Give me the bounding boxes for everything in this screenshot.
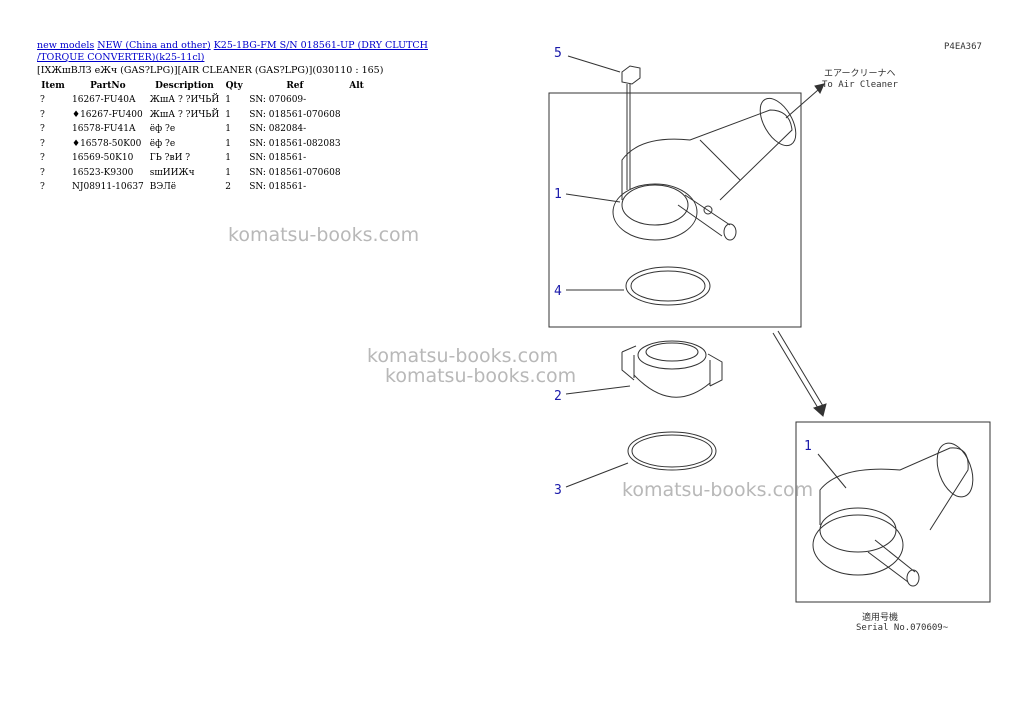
breadcrumb-link-new-models[interactable]: new models: [37, 40, 95, 51]
cell-qty: 1: [225, 153, 231, 164]
air-cleaner-label-en: To Air Cleaner: [822, 80, 898, 90]
o-ring-upper-part: [625, 266, 711, 306]
flange-part: [621, 340, 723, 398]
parts-table: Item PartNo Description Qty Ref Alt ? 16…: [37, 78, 370, 195]
cell-description: ВЭЛё: [149, 182, 177, 193]
cell-qty: 1: [225, 124, 231, 135]
serial-label-jp: 適用号機: [862, 611, 898, 623]
table-row: ? ♦16267-FU400 ЖшА ? ?ИЧЬЙ 1 SN: 018561-…: [37, 108, 370, 123]
cell-ref: SN: 018561-082083: [249, 138, 341, 149]
elbow-housing-part: [612, 97, 797, 241]
table-row: ? 16569-50K10 ГЬ ?вИ ? 1 SN: 018561-: [37, 151, 370, 166]
leader-1a: [565, 193, 621, 203]
col-description-header: Description: [155, 80, 214, 91]
elbow-housing-detail-part: [812, 442, 974, 587]
cell-partno: NJ08911-10637: [72, 182, 144, 193]
cell-item: ?: [40, 182, 45, 193]
cell-partno: 16578-FU41A: [72, 124, 136, 135]
watermark: komatsu-books.com: [367, 345, 559, 367]
drawing-code: P4EA367: [944, 42, 982, 52]
col-alt-header: Alt: [349, 80, 364, 91]
cell-item: ?: [40, 95, 45, 106]
breadcrumb: new models NEW (China and other) K25-1BG…: [37, 40, 457, 64]
callout-5: 5: [554, 46, 562, 61]
leader-1b: [817, 453, 847, 489]
callout-2: 2: [554, 389, 562, 404]
cell-partno: 16569-50K10: [72, 153, 134, 164]
air-cleaner-label-jp: エアークリーナヘ: [824, 68, 895, 79]
cell-item: ?: [40, 124, 45, 135]
gasket-part: [627, 431, 717, 471]
cell-partno: 16523-K9300: [72, 167, 134, 178]
breadcrumb-link-model[interactable]: K25-1BG-FM S/N 018561-UP (DRY CLUTCH /TO…: [37, 40, 428, 63]
cell-description: ЖшА ? ?ИЧЬЙ: [149, 95, 220, 106]
watermark: komatsu-books.com: [622, 479, 814, 501]
breadcrumb-link-region[interactable]: NEW (China and other): [97, 40, 211, 51]
cell-qty: 2: [225, 182, 231, 193]
table-row: ? ♦16578-50K00 ёф ?е 1 SN: 018561-082083: [37, 137, 370, 152]
assembly-frame: [548, 92, 802, 328]
leader-5: [567, 55, 621, 73]
leader-2: [565, 385, 631, 395]
serial-label-en: Serial No.070609~: [856, 623, 949, 633]
cell-item: ?: [40, 153, 45, 164]
col-qty-header: Qty: [225, 80, 243, 91]
transfer-arrow: [772, 330, 827, 417]
detail-frame: [795, 421, 991, 603]
cell-description: ГЬ ?вИ ?: [149, 153, 191, 164]
cell-ref: SN: 018561-070608: [249, 109, 341, 120]
cell-partno: ♦16578-50K00: [72, 138, 142, 149]
callout-4: 4: [554, 284, 562, 299]
cell-description: sшИИЖч: [149, 167, 195, 178]
cell-qty: 1: [225, 95, 231, 106]
table-header-row: Item PartNo Description Qty Ref Alt: [37, 78, 370, 93]
cell-qty: 1: [225, 167, 231, 178]
cell-partno: 16267-FU40A: [72, 95, 136, 106]
table-row: ? 16578-FU41A ёф ?е 1 SN: 082084-: [37, 122, 370, 137]
air-cleaner-arrow: [785, 83, 825, 119]
cell-partno: ♦16267-FU400: [72, 109, 143, 120]
callout-1-detail: 1: [804, 439, 812, 454]
cell-item: ?: [40, 109, 45, 120]
cell-ref: SN: 070609-: [249, 95, 307, 106]
cell-description: ёф ?е: [149, 138, 176, 149]
cell-ref: SN: 018561-: [249, 153, 307, 164]
cell-item: ?: [40, 167, 45, 178]
col-ref-header: Ref: [286, 80, 304, 91]
col-item-header: Item: [41, 80, 65, 91]
cell-ref: SN: 018561-: [249, 182, 307, 193]
table-row: ? 16267-FU40A ЖшА ? ?ИЧЬЙ 1 SN: 070609-: [37, 93, 370, 108]
bolt-part: [621, 65, 641, 190]
col-partno-header: PartNo: [90, 80, 126, 91]
cell-ref: SN: 082084-: [249, 124, 307, 135]
cell-qty: 1: [225, 138, 231, 149]
cell-description: ЖшА ? ?ИЧЬЙ: [149, 109, 220, 120]
watermark: komatsu-books.com: [385, 365, 577, 387]
cell-description: ёф ?е: [149, 124, 176, 135]
table-row: ? 16523-K9300 sшИИЖч 1 SN: 018561-070608: [37, 166, 370, 181]
callout-3: 3: [554, 483, 562, 498]
cell-ref: SN: 018561-070608: [249, 167, 341, 178]
watermark: komatsu-books.com: [228, 224, 420, 246]
table-row: ? NJ08911-10637 ВЭЛё 2 SN: 018561-: [37, 180, 370, 195]
cell-item: ?: [40, 138, 45, 149]
page-subtitle: [IXЖшВЛЗ eЖч (GAS?LPG)][AIR CLEANER (GAS…: [37, 65, 384, 76]
callout-1: 1: [554, 187, 562, 202]
leader-3: [565, 462, 629, 488]
cell-qty: 1: [225, 109, 231, 120]
